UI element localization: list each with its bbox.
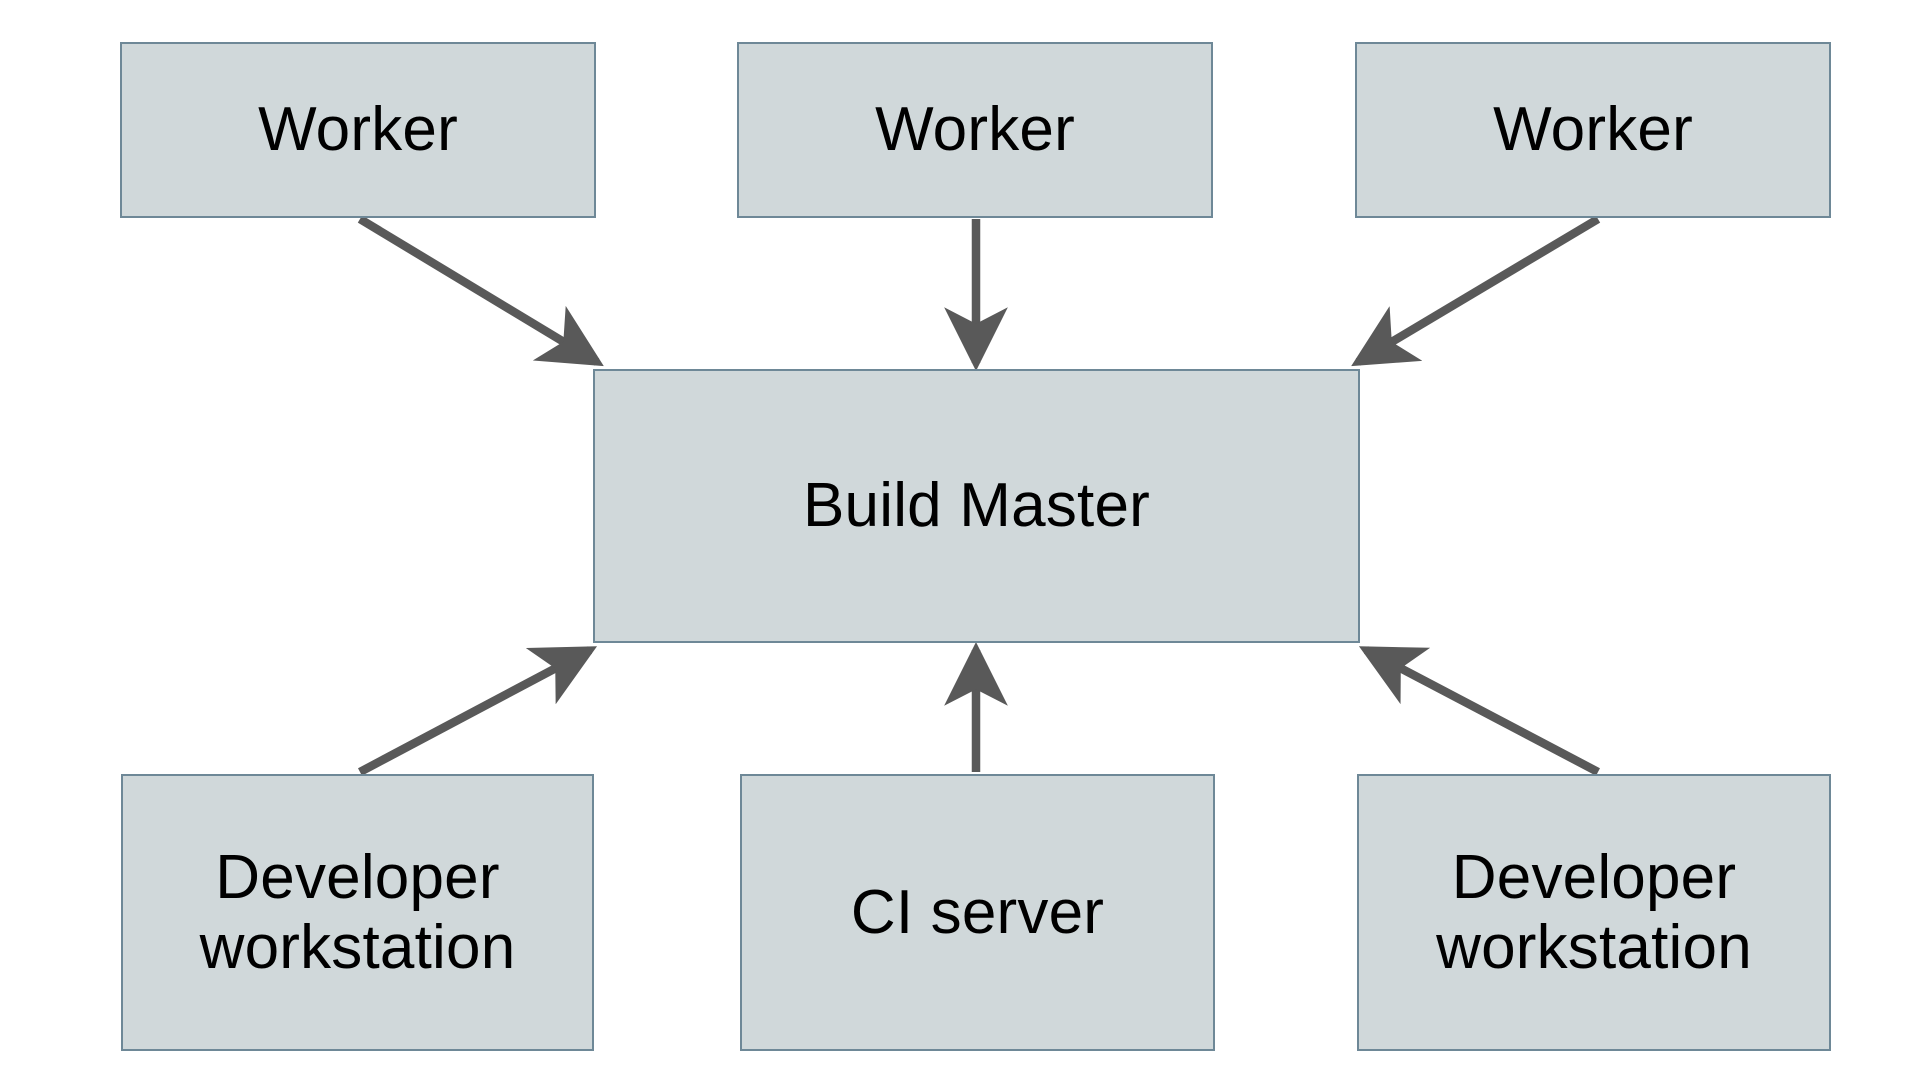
node-developer-workstation-right[interactable]: Developer workstation [1357,774,1831,1051]
node-worker-3-label: Worker [1493,95,1693,165]
node-developer-workstation-left-label: Developer workstation [199,843,516,982]
node-developer-workstation-right-label: Developer workstation [1436,843,1752,982]
edge-worker3-to-master [1351,215,1601,367]
node-ci-server-label: CI server [850,877,1105,947]
node-worker-2[interactable]: Worker [737,42,1213,218]
node-developer-workstation-left[interactable]: Developer workstation [121,774,594,1051]
node-worker-2-label: Worker [875,95,1075,165]
edge-worker1-to-master [357,215,604,367]
node-worker-3[interactable]: Worker [1355,42,1831,218]
node-ci-server[interactable]: CI server [740,774,1215,1051]
node-worker-1[interactable]: Worker [120,42,596,218]
node-worker-1-label: Worker [258,95,458,165]
node-build-master-label: Build Master [803,471,1150,541]
edge-devl-to-master [358,646,598,776]
node-build-master[interactable]: Build Master [593,369,1360,643]
edge-devr-to-master [1358,646,1600,776]
